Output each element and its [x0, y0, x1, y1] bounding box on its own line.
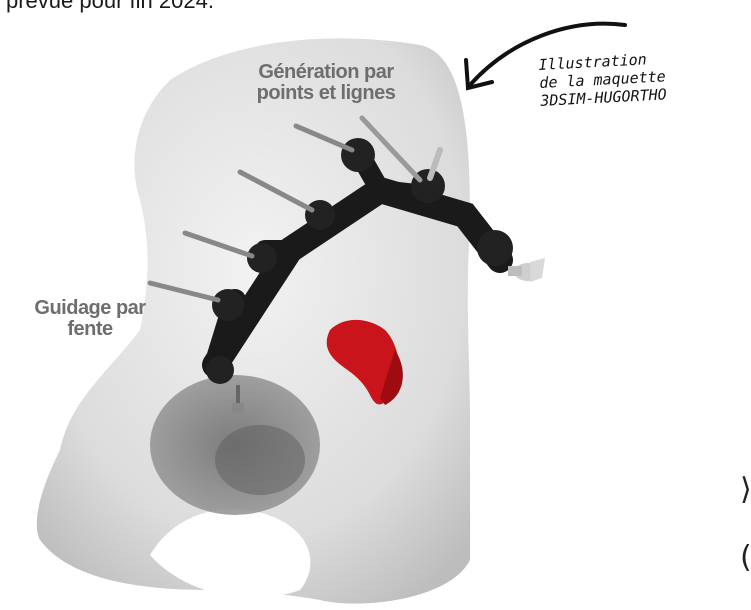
label-generation: Génération par points et lignes: [246, 62, 406, 104]
handwritten-caption: Illustration de la maquette 3DSIM-HUGORT…: [538, 49, 667, 110]
edge-glyph-2: (: [740, 540, 751, 575]
label-generation-line1: Génération par: [258, 61, 393, 83]
label-guidage: Guidage par fente: [30, 298, 150, 340]
label-guidage-line1: Guidage par: [34, 297, 145, 319]
edge-glyph-1: ⟩: [740, 472, 751, 507]
label-generation-line2: points et lignes: [257, 82, 396, 104]
wing-nut-icon: [508, 258, 545, 282]
label-guidage-line2: fente: [67, 318, 112, 340]
